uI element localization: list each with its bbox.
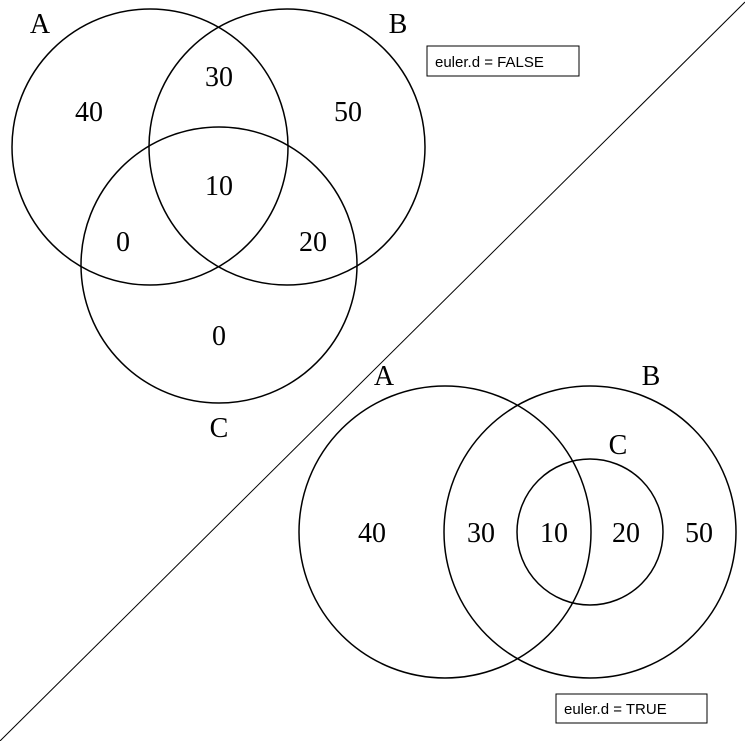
set-b-label: B xyxy=(389,9,408,40)
caption-text: euler.d = FALSE xyxy=(435,54,544,71)
set-a-circle xyxy=(298,385,592,679)
region-bc: 20 xyxy=(612,518,640,549)
region-ac: 0 xyxy=(116,227,130,258)
set-a-label: A xyxy=(30,9,51,40)
set-b-circle xyxy=(148,8,426,286)
region-ab: 30 xyxy=(205,62,233,93)
region-c-only: 0 xyxy=(212,321,226,352)
set-b-label: B xyxy=(642,361,661,392)
caption-text: euler.d = TRUE xyxy=(564,701,667,718)
region-bc: 20 xyxy=(299,227,327,258)
venn-diagram-bottom: A B C 40 30 10 20 50 euler.d = TRUE xyxy=(298,361,737,724)
caption-box xyxy=(426,45,580,77)
set-a-circle xyxy=(11,8,289,286)
region-a-only: 40 xyxy=(75,97,103,128)
caption-box xyxy=(555,693,708,724)
set-c-label: C xyxy=(609,430,628,461)
region-b-only: 50 xyxy=(685,518,713,549)
region-b-only: 50 xyxy=(334,97,362,128)
set-b-circle xyxy=(443,385,737,679)
set-c-circle xyxy=(516,458,664,606)
region-a-only: 40 xyxy=(358,518,386,549)
set-c-label: C xyxy=(210,413,229,444)
region-abc: 10 xyxy=(540,518,568,549)
region-abc: 10 xyxy=(205,171,233,202)
venn-diagram-top: A B C 40 30 50 10 0 20 0 euler.d = FALSE xyxy=(11,8,580,444)
region-ab: 30 xyxy=(467,518,495,549)
set-c-circle xyxy=(80,126,358,404)
set-a-label: A xyxy=(374,361,395,392)
